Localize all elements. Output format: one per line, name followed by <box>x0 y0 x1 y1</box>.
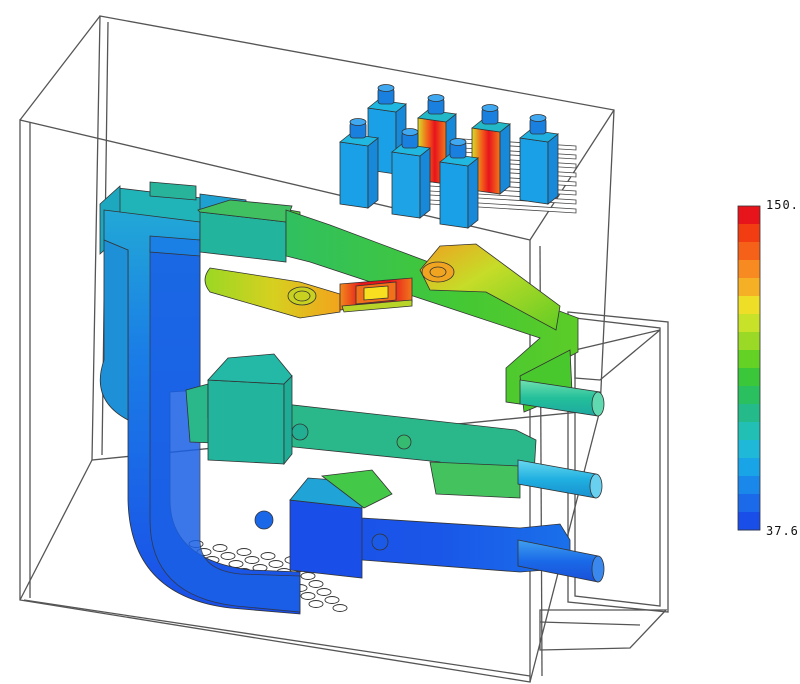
scale-swatch <box>738 278 760 297</box>
vent-hole <box>244 556 260 564</box>
scale-swatch <box>738 368 760 387</box>
scale-swatch <box>738 296 760 315</box>
bottom-busbar <box>254 510 571 573</box>
vent-hole <box>324 596 340 604</box>
fuse <box>391 128 431 219</box>
scale-swatch <box>738 350 760 369</box>
vent-hole <box>300 572 316 580</box>
vent-hole <box>220 552 236 560</box>
fuse <box>339 118 379 209</box>
middle-busbar <box>185 383 537 499</box>
scale-swatch <box>738 404 760 423</box>
fuse <box>439 138 479 229</box>
scale-swatch <box>738 206 760 225</box>
scale-swatch <box>738 422 760 441</box>
bottom-connector-block <box>289 469 393 579</box>
upper-connector-block <box>197 199 293 263</box>
scale-max-label: 150. <box>766 198 799 212</box>
switch-mechanism <box>204 243 561 331</box>
scale-swatch <box>738 260 760 279</box>
scale-swatch <box>738 386 760 405</box>
scale-swatch <box>738 224 760 243</box>
scale-swatch <box>738 242 760 261</box>
scale-min-label: 37.6 <box>766 524 799 538</box>
scale-swatch <box>738 314 760 333</box>
temperature-color-scale <box>737 205 761 531</box>
vent-hole <box>316 588 332 596</box>
scale-swatch <box>738 476 760 495</box>
fuse-array <box>339 84 577 229</box>
output-terminals <box>517 379 605 583</box>
vent-hole <box>260 552 276 560</box>
fuse <box>471 104 511 195</box>
scale-border <box>737 205 761 531</box>
vent-hole <box>300 592 316 600</box>
vent-hole <box>212 544 228 552</box>
scale-swatch <box>738 494 760 513</box>
scale-swatch <box>738 458 760 477</box>
middle-connector-block <box>207 353 293 466</box>
scale-swatch <box>738 440 760 459</box>
left-busbar <box>99 209 301 615</box>
vent-hole <box>308 580 324 588</box>
vent-hole <box>268 560 284 568</box>
vent-hole <box>236 548 252 556</box>
vent-hole <box>332 604 348 612</box>
fuse <box>519 114 559 205</box>
vent-hole <box>308 600 324 608</box>
scale-swatch <box>738 512 760 531</box>
scale-swatch <box>738 332 760 351</box>
